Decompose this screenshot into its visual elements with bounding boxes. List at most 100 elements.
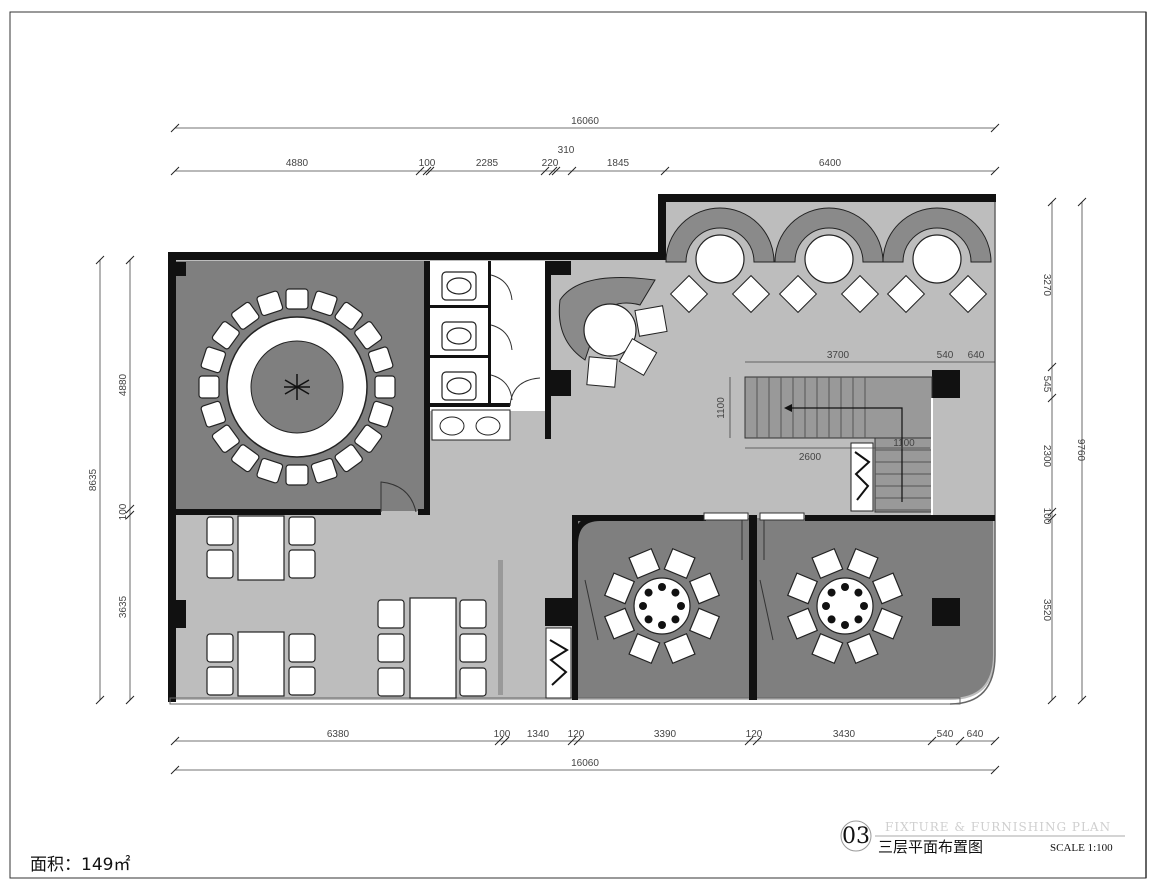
- dim-left-1: 100: [118, 503, 129, 520]
- plate: [860, 602, 868, 610]
- chair: [367, 400, 394, 428]
- interior-walls: [176, 261, 995, 700]
- dim-tick: [744, 736, 754, 746]
- dim-tick: [494, 736, 504, 746]
- dim-tick: [567, 736, 577, 746]
- dim-tick: [551, 166, 561, 176]
- chair: [334, 444, 363, 473]
- chair: [200, 346, 227, 374]
- dim-left-2: 3635: [118, 595, 129, 618]
- dim-top-2: 2285: [476, 158, 499, 169]
- chair: [603, 607, 636, 640]
- chair: [731, 274, 771, 314]
- chair: [603, 572, 636, 605]
- dim-tick: [540, 166, 550, 176]
- dim-right-2: 2300: [1041, 445, 1052, 468]
- restroom-block: [430, 261, 545, 441]
- dim-tick: [990, 736, 1000, 746]
- chair: [688, 572, 721, 605]
- dim-tick: [927, 736, 937, 746]
- plate: [677, 602, 685, 610]
- dim-bottom-1: 100: [494, 729, 511, 740]
- chair: [628, 632, 661, 665]
- chair: [811, 632, 844, 665]
- chair: [200, 400, 227, 428]
- chair: [310, 290, 338, 317]
- dim-top-4: 310: [558, 145, 575, 156]
- round-table-small: [558, 277, 668, 388]
- vip-table-2: [786, 547, 904, 665]
- dim-bottom-6: 3430: [833, 729, 856, 740]
- title-block: 03 FIXTURE & FURNISHING PLAN 三层平面布置图 SCA…: [840, 820, 1125, 856]
- dim-tick: [573, 736, 583, 746]
- centerpiece-icon: [284, 374, 310, 400]
- dim-top-3: 220: [542, 158, 559, 169]
- chair: [256, 457, 284, 484]
- plate: [841, 621, 849, 629]
- dim-right-total: 9760: [1075, 439, 1086, 462]
- dim-stair-4: 2600: [799, 452, 822, 463]
- dim-tick: [1077, 197, 1087, 207]
- chair: [871, 572, 904, 605]
- chair: [211, 424, 240, 453]
- chair: [840, 274, 880, 314]
- plate: [658, 621, 666, 629]
- chair: [310, 457, 338, 484]
- dim-tick: [500, 736, 510, 746]
- sink-icon: [439, 416, 501, 436]
- vip-table-1: [603, 547, 721, 665]
- dim-tick: [955, 736, 965, 746]
- dim-stair-2: 640: [968, 350, 985, 361]
- planter-icon: [545, 442, 874, 699]
- dim-bottom-5: 120: [746, 729, 763, 740]
- dim-top-1: 100: [419, 158, 436, 169]
- chair: [211, 321, 240, 350]
- dim-tick: [1047, 507, 1057, 517]
- plate: [671, 615, 680, 624]
- dim-stair-1: 540: [937, 350, 954, 361]
- booth-seating: [665, 207, 992, 314]
- chair: [663, 632, 696, 665]
- dim-tick: [1047, 362, 1057, 372]
- chair: [628, 547, 661, 580]
- dim-top-0: 4880: [286, 158, 309, 169]
- banquet-table-large: [198, 288, 396, 486]
- chair: [886, 274, 926, 314]
- dim-bottom-2: 1340: [527, 729, 550, 740]
- chair: [669, 274, 709, 314]
- chair: [198, 375, 220, 399]
- chair: [786, 607, 819, 640]
- dim-tick: [1047, 695, 1057, 705]
- dim-tick: [415, 166, 425, 176]
- dim-tick: [95, 695, 105, 705]
- vip-doors: [584, 512, 805, 641]
- chair: [231, 444, 260, 473]
- dim-stair-5: 1100: [893, 438, 915, 449]
- dim-tick: [422, 166, 432, 176]
- chair: [285, 288, 309, 310]
- chair: [334, 301, 363, 330]
- dim-top-total: 16060: [571, 116, 599, 127]
- plate: [671, 588, 680, 597]
- column-line: [498, 560, 503, 695]
- english-title: FIXTURE & FURNISHING PLAN: [885, 820, 1111, 834]
- dim-tick: [990, 765, 1000, 775]
- dim-tick: [425, 166, 435, 176]
- long-table: [377, 597, 487, 699]
- plate: [827, 588, 836, 597]
- dim-tick: [125, 504, 135, 514]
- booth-table: [695, 234, 745, 284]
- plate: [827, 615, 836, 624]
- dim-tick: [170, 166, 180, 176]
- chair: [948, 274, 988, 314]
- chair: [354, 321, 383, 350]
- dim-stair-3: 1100: [716, 397, 727, 419]
- dim-tick: [1077, 695, 1087, 705]
- chair: [846, 632, 879, 665]
- exterior-walls: [168, 194, 996, 702]
- chair: [285, 464, 309, 486]
- dim-left-0: 4880: [118, 373, 129, 396]
- toilet-icon: [441, 271, 477, 401]
- booth-table: [804, 234, 854, 284]
- plate: [639, 602, 647, 610]
